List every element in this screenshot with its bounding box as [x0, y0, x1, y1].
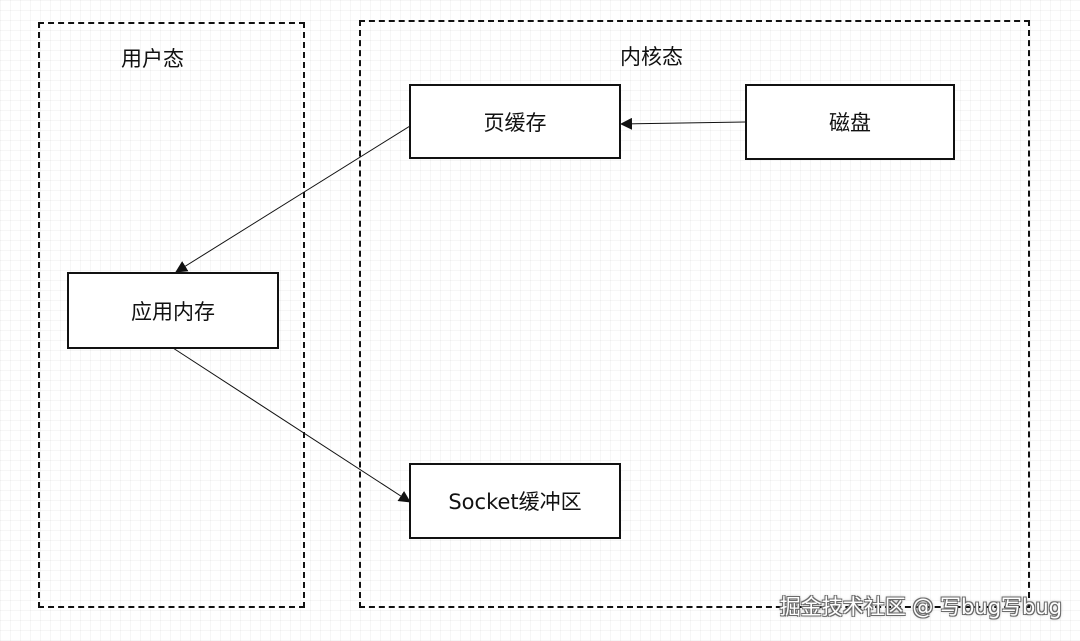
watermark-text: 掘金技术社区 @ 写bug写bug — [779, 595, 1062, 619]
socket-buffer-node: Socket缓冲区 — [409, 463, 621, 539]
kernel-space-title: 内核态 — [620, 45, 683, 69]
edge-page-cache-to-app-memory — [175, 125, 411, 273]
disk-node: 磁盘 — [745, 84, 955, 160]
user-space-title: 用户态 — [121, 47, 184, 71]
kernel-space-region — [359, 20, 1030, 608]
edge-disk-to-page-cache — [620, 117, 746, 130]
user-space-region — [38, 22, 305, 608]
page-cache-node: 页缓存 — [409, 84, 621, 159]
app-memory-node: 应用内存 — [67, 272, 279, 349]
edge-app-memory-to-socket-buffer — [172, 347, 411, 503]
